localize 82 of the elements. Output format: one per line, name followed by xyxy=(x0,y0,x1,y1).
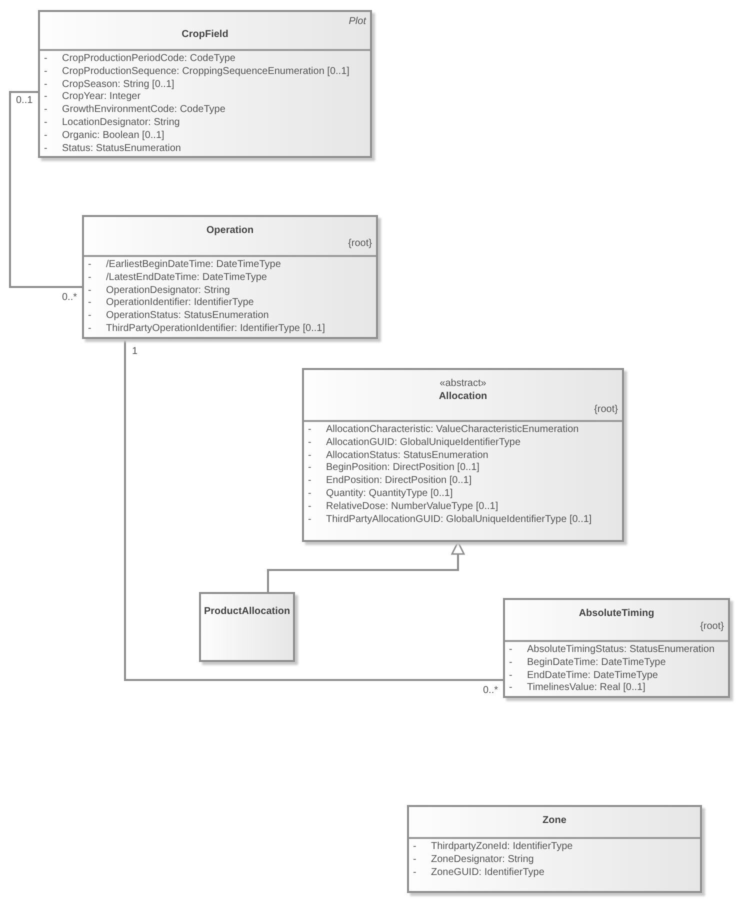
class-box xyxy=(82,215,378,339)
attribute-text: GrowthEnvironmentCode: CodeType xyxy=(62,104,226,116)
visibility-marker: - xyxy=(308,475,312,488)
visibility-marker: - xyxy=(88,322,92,336)
attribute-text: CropSeason: String [0..1] xyxy=(62,78,174,90)
visibility-marker: - xyxy=(308,424,312,437)
constraint-label: {root} xyxy=(594,404,618,415)
visibility-marker: - xyxy=(509,656,514,670)
visibility-marker: - xyxy=(509,682,514,696)
visibility-marker: - xyxy=(308,488,312,501)
visibility-marker: - xyxy=(509,670,514,682)
attribute-text: CropYear: Integer xyxy=(62,91,141,102)
attribute-text: AbsoluteTimingStatus: StatusEnumeration xyxy=(527,644,715,655)
class-box xyxy=(199,592,295,662)
visibility-marker: - xyxy=(413,854,418,867)
constraint-label: {root} xyxy=(348,238,372,249)
stereotype-label: «abstract» xyxy=(440,378,486,389)
attribute-text: OperationDesignator: String xyxy=(106,284,230,296)
visibility-marker: - xyxy=(308,436,312,450)
attribute-text: ZoneGUID: IdentifierType xyxy=(431,866,544,878)
visibility-marker: - xyxy=(413,841,418,854)
visibility-marker: - xyxy=(308,500,312,514)
visibility-marker: - xyxy=(44,104,48,117)
attribute-text: /LatestEndDateTime: DateTimeType xyxy=(106,272,267,283)
attribute-text: Organic: Boolean [0..1] xyxy=(62,130,164,141)
attribute-text: AllocationGUID: GlobalUniqueIdentifierType xyxy=(326,436,521,448)
association-line xyxy=(124,339,503,681)
class-box xyxy=(407,805,702,893)
multiplicity-label: 0..* xyxy=(62,292,78,303)
visibility-marker: - xyxy=(44,78,48,92)
class-box xyxy=(302,368,624,542)
class-name: Allocation xyxy=(438,391,488,402)
attribute-text: CropProductionSequence: CroppingSequenceEnumeration [0..1] xyxy=(62,66,350,77)
generalization-arrow xyxy=(267,541,465,592)
attribute-text: Status: StatusEnumeration xyxy=(62,142,181,154)
attribute-text: AllocationStatus: StatusEnumeration xyxy=(326,450,488,461)
visibility-marker: - xyxy=(308,450,312,462)
attribute-text: EndDateTime: DateTimeType xyxy=(527,670,658,681)
attribute-text: OperationIdentifier: IdentifierType xyxy=(106,297,254,308)
visibility-marker: - xyxy=(88,259,92,272)
visibility-marker: - xyxy=(308,514,312,526)
multiplicity-label: 0..1 xyxy=(16,95,33,106)
constraint-label: {root} xyxy=(700,621,724,632)
attribute-text: EndPosition: DirectPosition [0..1] xyxy=(326,475,472,486)
multiplicity-label: 0..* xyxy=(483,685,498,696)
visibility-marker: - xyxy=(44,53,48,66)
visibility-marker: - xyxy=(509,644,514,657)
visibility-marker: - xyxy=(88,310,92,323)
visibility-marker: - xyxy=(308,462,312,476)
attribute-text: LocationDesignator: String xyxy=(62,116,180,128)
class-name: AbsoluteTiming xyxy=(578,608,654,619)
visibility-marker: - xyxy=(88,272,92,285)
attribute-text: ThirdPartyOperationIdentifier: IdentifierType [0..1] xyxy=(106,322,325,334)
visibility-marker: - xyxy=(44,130,48,143)
stereotype-label: Plot xyxy=(348,16,366,27)
visibility-marker: - xyxy=(88,297,92,310)
attribute-text: /EarliestBeginDateTime: DateTimeType xyxy=(106,259,281,270)
attribute-text: CropProductionPeriodCode: CodeType xyxy=(62,53,236,64)
attribute-text: ThirdPartyAllocationGUID: GlobalUniqueIdentifierType [0..1] xyxy=(326,514,592,525)
multiplicity-label: 1 xyxy=(132,346,138,357)
visibility-marker: - xyxy=(44,66,48,79)
visibility-marker: - xyxy=(413,866,418,880)
attribute-text: BeginDateTime: DateTimeType xyxy=(527,656,666,668)
class-box xyxy=(38,10,372,158)
attribute-text: TimelinesValue: Real [0..1] xyxy=(527,682,646,694)
attribute-text: RelativeDose: NumberValueType [0..1] xyxy=(326,500,498,512)
visibility-marker: - xyxy=(44,142,48,156)
class-name: Zone xyxy=(542,815,566,826)
visibility-marker: - xyxy=(44,116,48,130)
association-line xyxy=(9,91,82,288)
attribute-text: ZoneDesignator: String xyxy=(431,854,534,865)
attribute-text: AllocationCharacteristic: ValueCharacteristicEnumeration xyxy=(326,424,579,435)
class-name: ProductAllocation xyxy=(204,606,290,617)
attribute-text: BeginPosition: DirectPosition [0..1] xyxy=(326,462,480,474)
attribute-text: Quantity: QuantityType [0..1] xyxy=(326,488,453,499)
class-box xyxy=(503,598,730,698)
class-name: Operation xyxy=(206,225,254,236)
class-name: CropField xyxy=(182,29,228,40)
attribute-text: ThirdpartyZoneId: IdentifierType xyxy=(431,841,573,852)
visibility-marker: - xyxy=(88,284,92,298)
attribute-text: OperationStatus: StatusEnumeration xyxy=(106,310,269,322)
visibility-marker: - xyxy=(44,91,48,104)
